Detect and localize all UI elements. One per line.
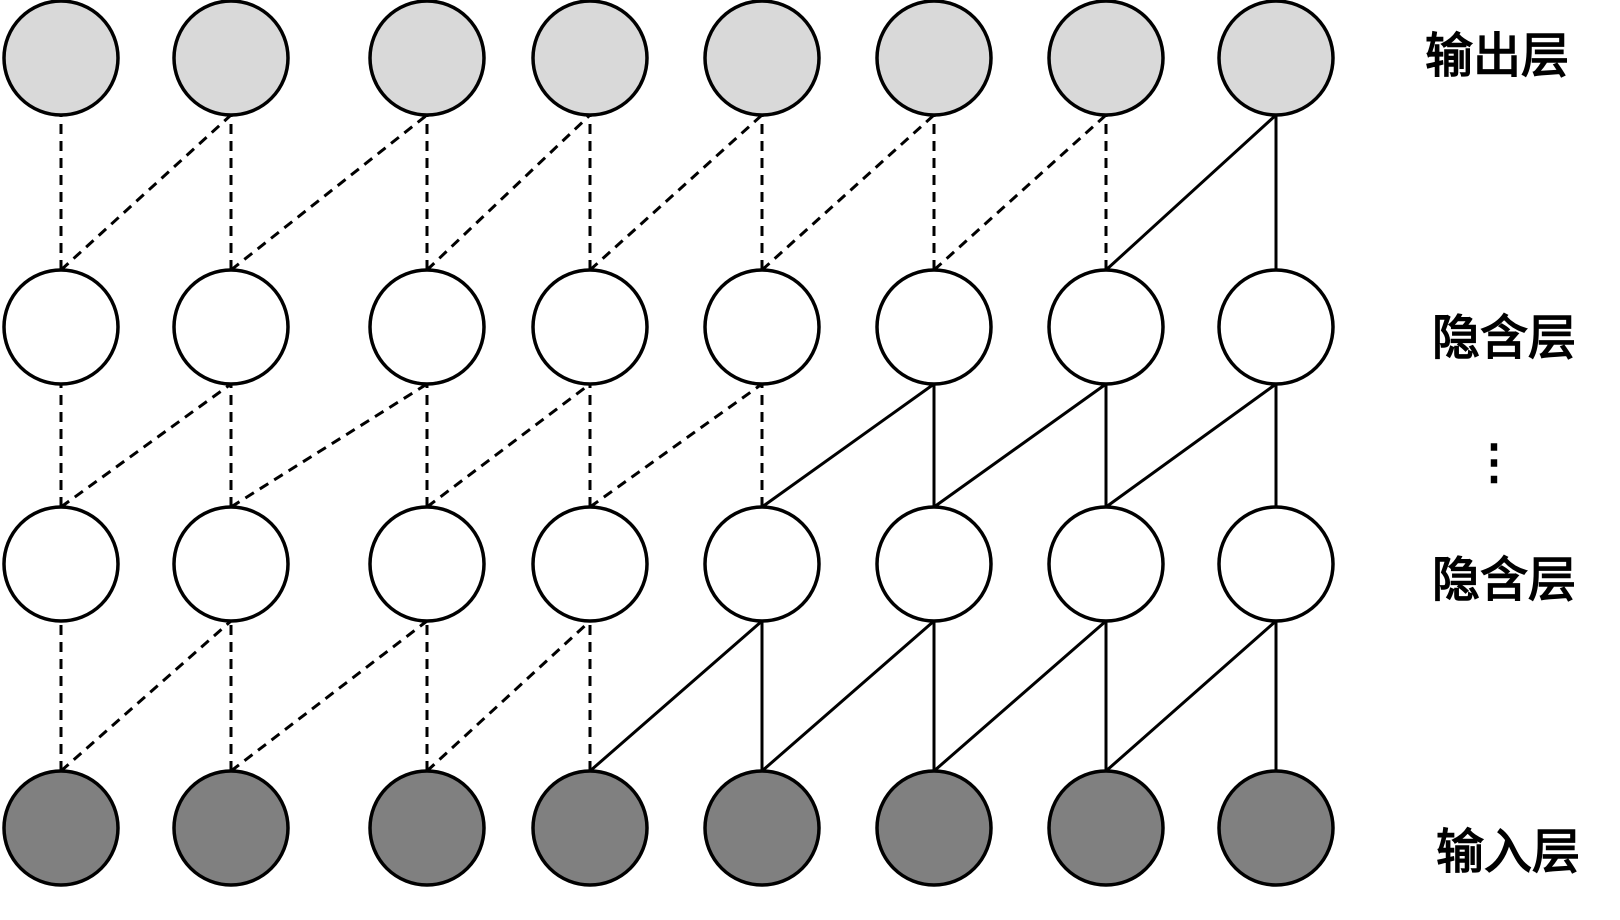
node-input-2 bbox=[172, 769, 290, 887]
edge-solid bbox=[933, 619, 1107, 773]
node-input-7 bbox=[1047, 769, 1165, 887]
node-hidden2-1 bbox=[2, 268, 120, 386]
node-hidden1-6 bbox=[875, 505, 993, 623]
edge-dashed bbox=[425, 619, 592, 773]
edge-dashed bbox=[588, 113, 764, 272]
label-output-layer: 输出层 bbox=[1425, 28, 1569, 84]
node-input-1 bbox=[2, 769, 120, 887]
node-hidden2-2 bbox=[172, 268, 290, 386]
node-hidden1-7 bbox=[1047, 505, 1165, 623]
node-input-4 bbox=[531, 769, 649, 887]
edges-group bbox=[59, 113, 1278, 773]
node-hidden1-5 bbox=[703, 505, 821, 623]
node-output-3 bbox=[368, 0, 486, 117]
ellipsis: ⋮ bbox=[1470, 434, 1518, 490]
label-hidden-layer-upper: 隐含层 bbox=[1432, 310, 1576, 366]
edge-dashed bbox=[230, 113, 428, 272]
node-output-6 bbox=[875, 0, 993, 117]
edge-solid bbox=[589, 619, 763, 773]
node-output-4 bbox=[531, 0, 649, 117]
node-hidden1-4 bbox=[531, 505, 649, 623]
label-input-layer: 输入层 bbox=[1436, 824, 1580, 880]
nodes-group bbox=[2, 0, 1335, 887]
node-input-8 bbox=[1217, 769, 1335, 887]
label-hidden-layer-lower: 隐含层 bbox=[1432, 552, 1576, 608]
edge-solid bbox=[761, 382, 935, 509]
edge-dashed bbox=[589, 382, 763, 509]
node-hidden2-8 bbox=[1217, 268, 1335, 386]
node-hidden1-8 bbox=[1217, 505, 1335, 623]
node-output-7 bbox=[1047, 0, 1165, 117]
node-output-5 bbox=[703, 0, 821, 117]
node-hidden1-3 bbox=[368, 505, 486, 623]
node-hidden2-5 bbox=[703, 268, 821, 386]
edge-solid bbox=[761, 619, 935, 773]
node-hidden1-2 bbox=[172, 505, 290, 623]
node-input-3 bbox=[368, 769, 486, 887]
edge-dashed bbox=[59, 113, 233, 272]
edge-solid bbox=[933, 382, 1107, 509]
edge-dashed bbox=[426, 382, 591, 509]
edge-dashed bbox=[60, 619, 232, 773]
node-hidden1-1 bbox=[2, 505, 120, 623]
edge-dashed bbox=[230, 382, 428, 509]
node-output-2 bbox=[172, 0, 290, 117]
edge-dashed bbox=[760, 113, 936, 272]
node-hidden2-3 bbox=[368, 268, 486, 386]
node-input-5 bbox=[703, 769, 821, 887]
edge-dashed bbox=[425, 113, 592, 272]
node-hidden2-6 bbox=[875, 268, 993, 386]
node-hidden2-7 bbox=[1047, 268, 1165, 386]
edge-dashed bbox=[230, 619, 428, 773]
edge-solid bbox=[1105, 619, 1277, 773]
edge-solid bbox=[1104, 113, 1278, 272]
edge-solid bbox=[1105, 382, 1277, 509]
node-output-1 bbox=[2, 0, 120, 117]
edge-dashed bbox=[60, 382, 232, 509]
node-input-6 bbox=[875, 769, 993, 887]
edge-dashed bbox=[932, 113, 1108, 272]
node-output-8 bbox=[1217, 0, 1335, 117]
node-hidden2-4 bbox=[531, 268, 649, 386]
